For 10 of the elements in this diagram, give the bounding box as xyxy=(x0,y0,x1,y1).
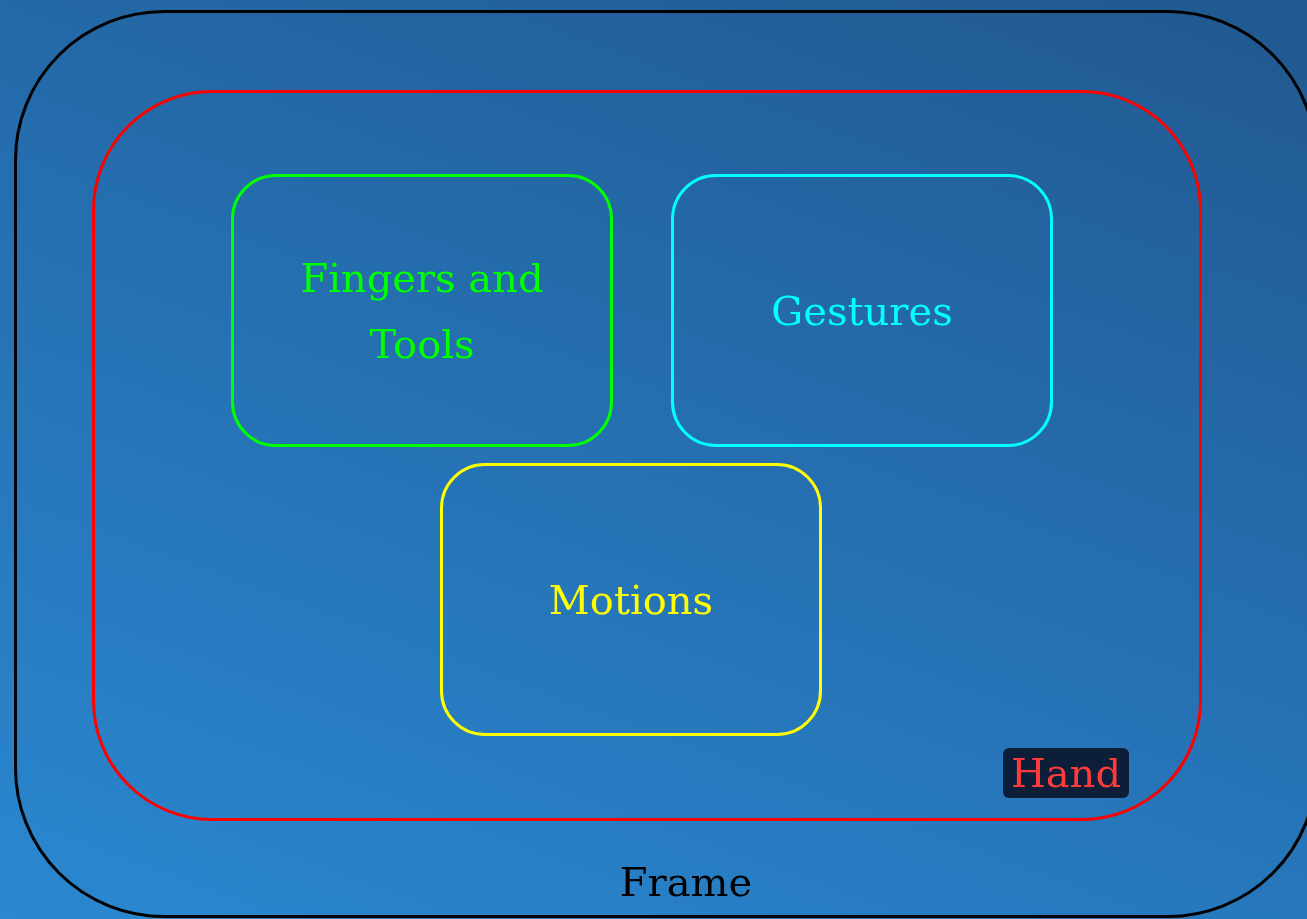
category-box xyxy=(440,463,822,736)
category-box xyxy=(231,174,613,447)
hand-region xyxy=(92,90,1202,821)
node-label: Fingers and Tools xyxy=(299,253,545,369)
node-label: Hand xyxy=(1002,748,1129,798)
node-label: Frame xyxy=(618,858,753,907)
category-box xyxy=(671,174,1053,447)
node-label: Gestures xyxy=(770,286,954,336)
node-label: Motions xyxy=(547,575,715,625)
frame-region xyxy=(14,10,1307,918)
